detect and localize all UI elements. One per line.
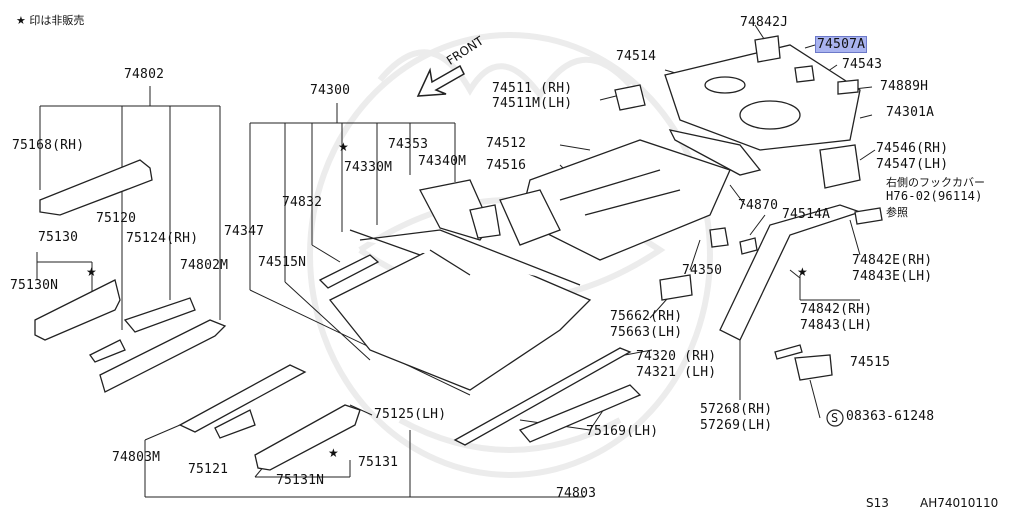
hook-cover-ref[interactable]: H76-02(96114)	[886, 189, 983, 203]
callout-74347[interactable]: 74347	[224, 224, 265, 239]
part-74512	[519, 139, 731, 261]
callout-74546[interactable]: 74546(RH)	[876, 141, 949, 156]
callout-57269[interactable]: 57269(LH)	[700, 418, 773, 433]
standard-part-s-mark: S	[831, 411, 839, 425]
callout-74514a[interactable]: 74514A	[782, 207, 831, 222]
part-75121	[214, 409, 256, 439]
callout-74803m[interactable]: 74803M	[112, 450, 161, 465]
callout-74802m[interactable]: 74802M	[180, 258, 229, 273]
callout-74843[interactable]: 74843(LH)	[800, 318, 873, 333]
callout-74515n[interactable]: 74515N	[258, 255, 307, 270]
part-74320	[453, 347, 632, 446]
callout-75130[interactable]: 75130	[38, 230, 79, 245]
legend-note: ★ 印は非販売	[16, 14, 85, 27]
part-75662	[659, 274, 693, 301]
callout-75120[interactable]: 75120	[96, 211, 137, 226]
callout-75169[interactable]: 75169(LH)	[586, 424, 659, 439]
not-sold-star-icon: ★	[797, 265, 808, 279]
front-arrow-icon	[416, 64, 465, 97]
part-75124	[123, 297, 196, 333]
callout-75121[interactable]: 75121	[188, 462, 229, 477]
callout-75125[interactable]: 75125(LH)	[374, 407, 447, 422]
part-74842j	[754, 35, 781, 63]
corner-diagram-id: AH74010110	[920, 496, 999, 510]
part-74511	[614, 84, 646, 111]
callout-74301a[interactable]: 74301A	[886, 105, 935, 120]
callout-74802[interactable]: 74802	[124, 67, 165, 82]
callout-74340m[interactable]: 74340M	[418, 154, 467, 169]
callout-74514[interactable]: 74514	[616, 49, 657, 64]
part-75168	[39, 159, 153, 216]
part-75130n	[34, 279, 121, 341]
part-75131n	[254, 404, 361, 471]
callout-75124[interactable]: 75124(RH)	[126, 231, 199, 246]
callout-74511m[interactable]: 74511M(LH)	[492, 96, 573, 111]
standard-part-circle-icon	[826, 409, 844, 427]
leader-lines	[36, 24, 876, 498]
part-74543	[794, 65, 815, 83]
part-57268	[774, 344, 803, 360]
callout-74547[interactable]: 74547(LH)	[876, 157, 949, 172]
part-74340m	[469, 204, 501, 239]
part-74514a	[739, 237, 758, 255]
part-74870	[668, 129, 762, 176]
callout-74353[interactable]: 74353	[388, 137, 429, 152]
hook-cover-note: 右側のフックカバー	[886, 176, 985, 189]
not-sold-star-icon: ★	[86, 265, 97, 279]
highlighted-part[interactable]: 74507A	[814, 36, 868, 53]
callout-74330m[interactable]: 74330M	[344, 160, 393, 175]
callout-74543[interactable]: 74543	[842, 57, 883, 72]
part-75120	[89, 339, 126, 363]
callout-74350[interactable]: 74350	[682, 263, 723, 278]
part-74803m	[178, 364, 307, 433]
callout-74889h[interactable]: 74889H	[880, 79, 929, 94]
callout-74516[interactable]: 74516	[486, 158, 527, 173]
corner-model-code: S13	[866, 496, 889, 510]
callout-75663[interactable]: 75663(LH)	[610, 325, 683, 340]
callout-74803[interactable]: 74803	[556, 486, 597, 501]
part-74889h	[837, 79, 859, 95]
callout-74300[interactable]: 74300	[310, 83, 351, 98]
callout-74321[interactable]: 74321 (LH)	[636, 365, 717, 380]
part-74802m	[99, 319, 227, 393]
callout-74870[interactable]: 74870	[738, 198, 779, 213]
callout-74320[interactable]: 74320 (RH)	[636, 349, 717, 364]
callout-75168[interactable]: 75168(RH)	[12, 138, 85, 153]
callout-75662[interactable]: 75662(RH)	[610, 309, 683, 324]
callout-74507a[interactable]: 74507A	[814, 36, 868, 53]
not-sold-star-icon: ★	[338, 140, 349, 154]
callout-57268[interactable]: 57268(RH)	[700, 402, 773, 417]
callout-75131n[interactable]: 75131N	[276, 473, 325, 488]
callout-75131[interactable]: 75131	[358, 455, 399, 470]
not-sold-star-icon: ★	[328, 446, 339, 460]
part-74516	[499, 189, 561, 246]
part-74832	[318, 254, 380, 289]
part-74515	[794, 354, 833, 381]
part-74842e	[854, 207, 883, 225]
hook-cover-see: 参照	[886, 206, 908, 219]
part-74546	[819, 144, 861, 189]
callout-74512[interactable]: 74512	[486, 136, 527, 151]
callout-74842[interactable]: 74842(RH)	[800, 302, 873, 317]
callout-08363[interactable]: 08363-61248	[846, 409, 935, 424]
callout-74843e[interactable]: 74843E(LH)	[852, 269, 933, 284]
part-75169	[518, 384, 642, 443]
part-shapes	[34, 35, 883, 471]
callout-75130n[interactable]: 75130N	[10, 278, 59, 293]
callout-74515[interactable]: 74515	[850, 355, 891, 370]
callout-74511[interactable]: 74511 (RH)	[492, 81, 573, 96]
callout-74842j[interactable]: 74842J	[740, 15, 789, 30]
part-74350	[709, 227, 729, 248]
callout-74842e[interactable]: 74842E(RH)	[852, 253, 933, 268]
callout-74832[interactable]: 74832	[282, 195, 323, 210]
